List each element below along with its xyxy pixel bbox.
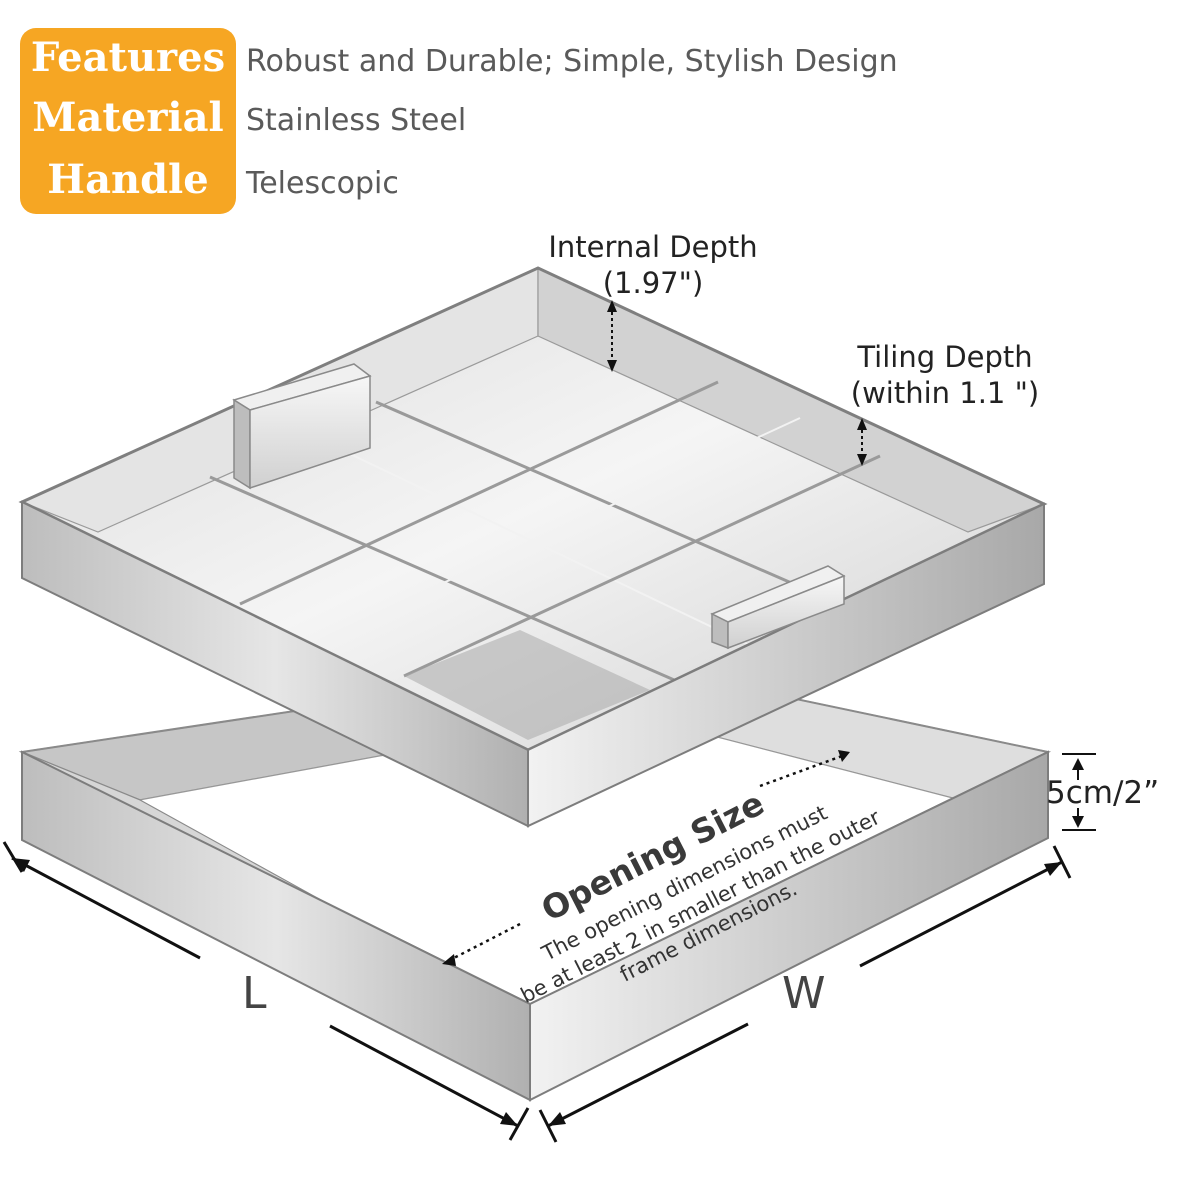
telescopic-handle-right [710,565,846,650]
spec-label-handle: Handle [47,156,209,203]
length-arrow [2,841,530,1141]
length-label: L [242,968,267,1019]
opening-dotted-arrows [442,750,850,966]
spec-label-features: Features [30,34,226,81]
depth-markers [607,300,867,466]
frame-height-marker [1062,753,1096,831]
tiling-depth-value: (within 1.1 ") [850,376,1040,410]
telescopic-handle-left [232,363,372,490]
spec-value-material: Stainless Steel [246,103,467,138]
spec-badge [20,28,236,214]
width-label: W [782,968,826,1019]
spec-value-features: Robust and Durable; Simple, Stylish Desi… [246,44,898,79]
spec-label-material: Material [32,94,224,141]
tiling-depth-title: Tiling Depth [857,340,1033,374]
frame-height-label: 5cm/2” [1046,775,1160,811]
width-arrow [538,845,1072,1143]
internal-depth-title: Internal Depth [548,230,758,264]
spec-value-handle: Telescopic [246,166,399,201]
recessed-tray [18,266,1048,828]
internal-depth-value: (1.97") [602,266,704,300]
